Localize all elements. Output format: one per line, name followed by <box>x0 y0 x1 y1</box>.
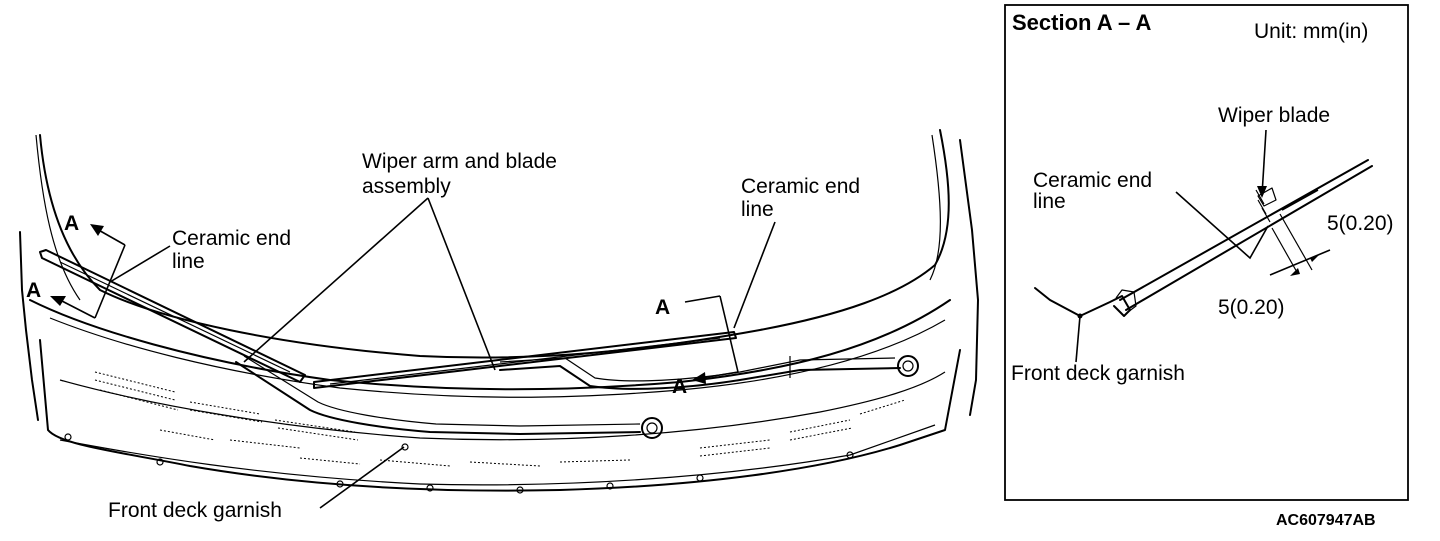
section-arrowhead-left-top <box>90 224 104 236</box>
ceramic-right-label-line2: line <box>741 198 774 221</box>
garnish-mid-line <box>59 371 946 441</box>
left-wiper-blade-detail <box>59 261 291 373</box>
wiper-arm-label-line1: Wiper arm and blade <box>362 150 557 173</box>
section-mark-a4: A <box>672 375 687 398</box>
dim-line-lower <box>1269 249 1331 276</box>
garnish-clips <box>64 433 854 494</box>
section-leader-garnish <box>1075 315 1081 363</box>
left-wiper-arm <box>235 361 641 435</box>
section-wiper-blade-mark <box>1257 187 1277 207</box>
section-title: Section A – A <box>1012 10 1151 35</box>
ceramic-left-label-line1: Ceramic end <box>172 227 291 250</box>
leader-ceramic-left <box>109 245 171 283</box>
body-left-edge <box>19 231 39 421</box>
main-view: Wiper arm and blade assembly Ceramic end… <box>19 129 979 522</box>
section-line-right <box>719 295 739 373</box>
left-wiper-blade <box>39 249 306 383</box>
leader-ceramic-right <box>733 221 776 329</box>
section-mark-a2: A <box>26 279 41 302</box>
dim-line-upper <box>1281 189 1319 211</box>
body-right-edge <box>959 139 979 416</box>
section-arrow-left-bottom <box>59 299 96 319</box>
front-deck-garnish-label: Front deck garnish <box>108 499 282 522</box>
right-wiper-blade <box>313 331 737 389</box>
leader-front-deck-garnish <box>319 446 405 509</box>
dimension-upper-label: 5(0.20) <box>1327 212 1394 235</box>
section-garnish-clip <box>1115 289 1137 313</box>
section-mark-a1: A <box>64 212 79 235</box>
section-garnish-profile <box>1034 287 1131 317</box>
section-arrowhead-left-bottom <box>50 296 66 306</box>
section-arrow-right-top <box>684 295 721 303</box>
cowl-upper-edge-2 <box>49 317 946 398</box>
front-deck-garnish-body <box>39 339 961 492</box>
ceramic-left-label-line2: line <box>172 250 205 273</box>
unit-label: Unit: mm(in) <box>1254 20 1368 43</box>
section-leader-ceramic <box>1175 191 1269 260</box>
vent-grilles <box>94 371 906 467</box>
section-garnish-label: Front deck garnish <box>1011 362 1185 385</box>
figure-code: AC607947AB <box>1276 512 1376 529</box>
section-view: Section A – A Unit: mm(in) Wiper blade <box>1004 4 1409 501</box>
dim-extension-2 <box>1279 213 1313 271</box>
ceramic-right-label-line1: Ceramic end <box>741 175 860 198</box>
dimension-lower-label: 5(0.20) <box>1218 296 1285 319</box>
section-windshield-glass-2 <box>1125 165 1373 311</box>
section-windshield-glass <box>1119 159 1369 301</box>
left-wiper-arm-2 <box>243 355 641 427</box>
wiper-arm-label-line2: assembly <box>362 175 451 198</box>
section-mark-a3: A <box>655 296 670 319</box>
section-ceramic-label-line2: line <box>1033 190 1066 213</box>
section-arrow-right-bottom <box>701 371 739 379</box>
leader-wiper-arm-2 <box>427 197 496 371</box>
section-wiper-blade-label: Wiper blade <box>1218 104 1330 127</box>
pillar-right <box>929 134 941 281</box>
section-ceramic-band <box>1255 189 1271 223</box>
section-view-frame <box>1004 4 1409 501</box>
right-wiper-arm <box>499 365 901 390</box>
cowl-upper-edge <box>29 299 951 391</box>
garnish-lower-edge <box>59 424 936 486</box>
left-wiper-pivot <box>641 417 663 439</box>
pillar-left <box>35 134 81 301</box>
section-ceramic-label-line1: Ceramic end <box>1033 169 1152 192</box>
dim-extension-1 <box>1271 227 1299 275</box>
section-arrowhead-right-bottom <box>692 372 706 384</box>
section-leader-wiper-blade <box>1261 129 1267 196</box>
right-wiper-pivot <box>897 355 919 377</box>
leader-wiper-arm-1 <box>243 197 429 363</box>
